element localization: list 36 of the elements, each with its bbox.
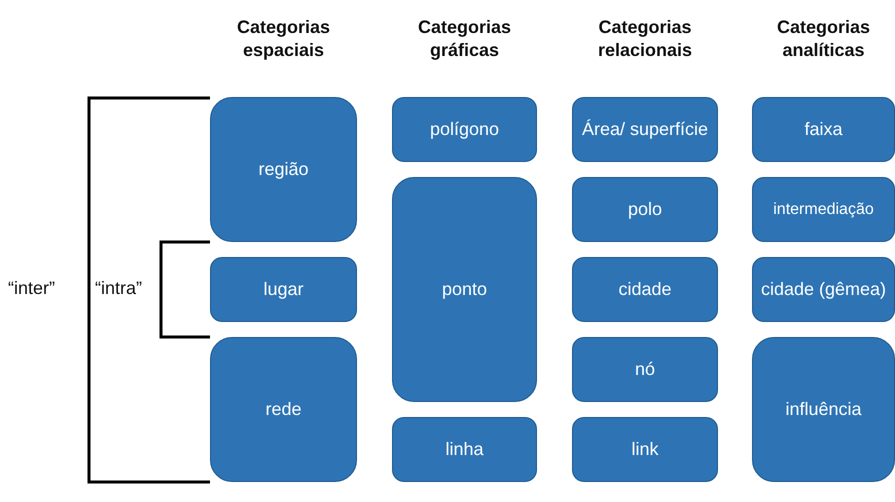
box-label: ponto — [442, 278, 488, 301]
category-box — [392, 417, 537, 482]
category-box — [572, 417, 718, 482]
bracket-label: “inter” — [8, 278, 56, 299]
box-label: intermediação — [773, 200, 874, 220]
column-heading: Categorias analíticas — [776, 16, 872, 62]
category-box — [392, 97, 537, 162]
box-label: cidade (gêmea) — [760, 278, 886, 301]
box-label: cidade — [618, 278, 672, 301]
category-box — [572, 97, 718, 162]
category-box — [392, 177, 537, 402]
box-label: influência — [785, 398, 862, 421]
category-box — [210, 257, 357, 322]
box-label: polo — [628, 198, 662, 221]
box-label: linha — [445, 438, 484, 461]
category-box — [752, 97, 895, 162]
bracket-label: “intra” — [95, 278, 142, 299]
column-heading: Categorias gráficas — [416, 16, 512, 62]
box-label: rede — [265, 398, 302, 421]
box-label: nó — [634, 358, 656, 381]
category-box — [752, 337, 895, 482]
box-label: lugar — [263, 278, 304, 301]
category-box — [752, 257, 895, 322]
box-label: link — [631, 438, 658, 461]
category-box — [572, 257, 718, 322]
category-box — [572, 177, 718, 242]
column-heading: Categorias relacionais — [596, 16, 694, 62]
box-label: Área/ superfície — [582, 118, 708, 141]
column-heading: Categorias espaciais — [236, 16, 332, 62]
category-box — [752, 177, 895, 242]
category-box — [210, 337, 357, 482]
category-box — [572, 337, 718, 402]
box-label: faixa — [804, 118, 843, 141]
category-box — [210, 97, 357, 242]
box-label: polígono — [430, 118, 500, 141]
box-label: região — [258, 158, 309, 181]
